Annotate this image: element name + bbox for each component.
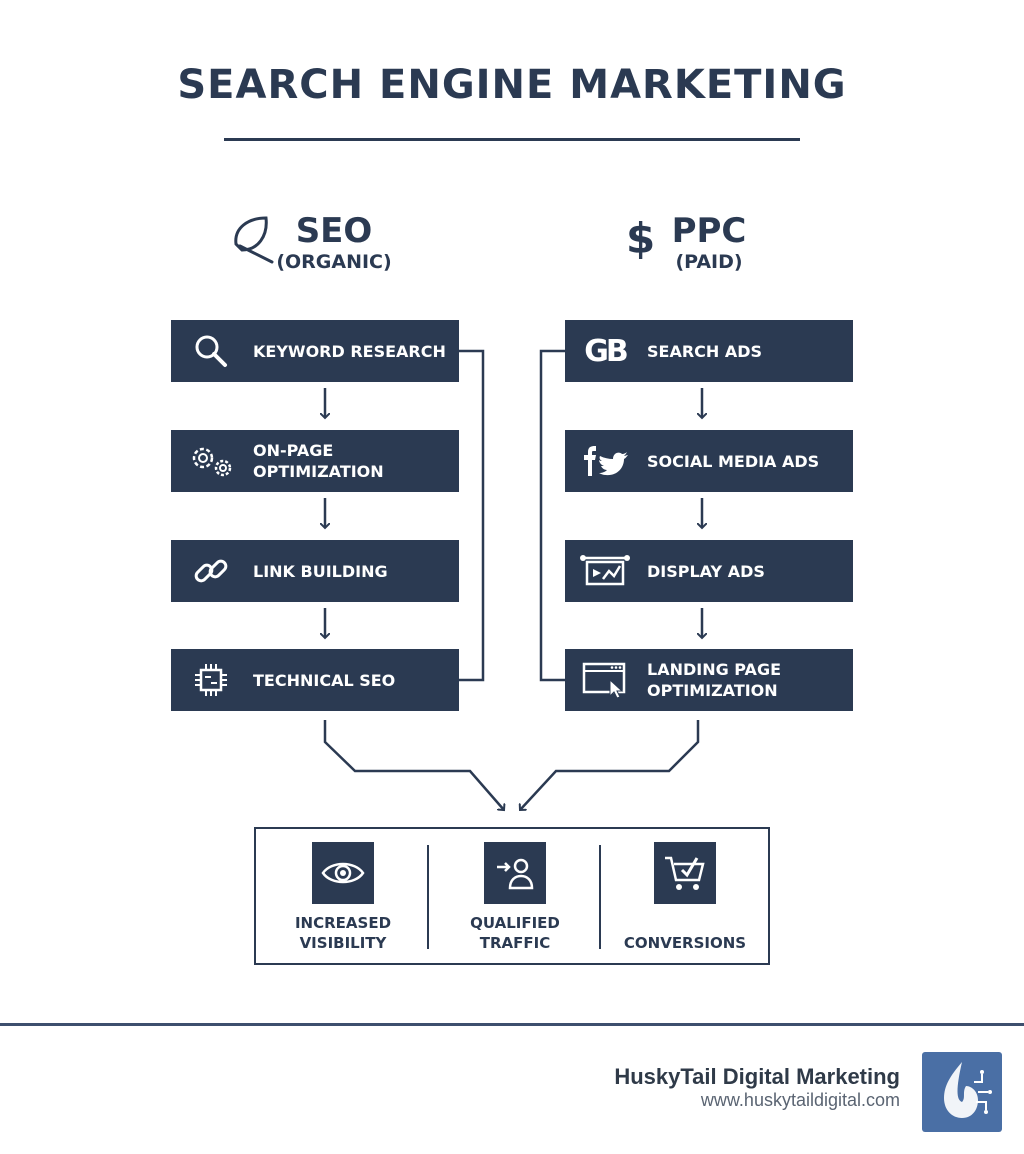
outcome-conversions: CONVERSIONS — [600, 829, 770, 963]
gb-logo-text: GB — [584, 333, 628, 369]
step-label: SOCIAL MEDIA ADS — [647, 451, 820, 471]
outcome-label: INCREASED VISIBILITY — [294, 914, 392, 952]
seo-step-technical-seo: TECHNICAL SEO — [171, 649, 459, 711]
outcome-label: CONVERSIONS — [623, 934, 747, 952]
dollar-icon: $ — [626, 214, 656, 263]
ppc-subheading: (PAID) — [675, 251, 743, 273]
seo-merge-arrow — [323, 720, 504, 810]
seo-header: SEO (ORGANIC) — [270, 212, 398, 274]
eye-icon — [312, 842, 374, 904]
display-banner-icon — [575, 540, 635, 602]
ppc-step-social-media-ads: SOCIAL MEDIA ADS — [565, 430, 853, 492]
step-label: LINK BUILDING — [253, 561, 388, 581]
ppc-step-display-ads: DISPLAY ADS — [565, 540, 853, 602]
seo-heading: SEO — [295, 211, 373, 251]
ppc-step-landing-page-optimization: LANDING PAGE OPTIMIZATION — [565, 649, 853, 711]
chain-link-icon — [181, 540, 241, 602]
step-label: TECHNICAL SEO — [253, 670, 396, 690]
brand-url: www.huskytaildigital.com — [700, 1090, 900, 1110]
step-label: DISPLAY ADS — [647, 561, 765, 581]
ppc-header: PPC (PAID) — [660, 212, 758, 274]
seo-subheading: (ORGANIC) — [276, 251, 392, 273]
footer-divider — [0, 1023, 1024, 1026]
leaf-icon — [234, 216, 274, 264]
ppc-side-bracket — [539, 349, 565, 682]
step-label: SEARCH ADS — [647, 341, 763, 361]
brand-name: HuskyTail Digital Marketing — [614, 1064, 900, 1089]
magnifier-icon — [181, 320, 241, 382]
browser-cursor-icon — [575, 649, 635, 711]
seo-step-keyword-research: KEYWORD RESEARCH — [171, 320, 459, 382]
step-label: ON-PAGE OPTIMIZATION — [253, 441, 384, 481]
step-label: KEYWORD RESEARCH — [253, 341, 446, 361]
outcome-divider — [427, 845, 429, 949]
outcomes-panel: INCREASED VISIBILITY QUALIFIED TRAFFIC C… — [254, 827, 770, 965]
cart-check-icon — [654, 842, 716, 904]
seo-side-bracket — [459, 349, 485, 682]
ppc-step-search-ads: GB SEARCH ADS — [565, 320, 853, 382]
outcome-label: QUALIFIED TRAFFIC — [470, 914, 560, 952]
step-label: LANDING PAGE OPTIMIZATION — [647, 660, 781, 700]
gb-logo-icon: GB — [575, 320, 635, 382]
ppc-heading: PPC — [671, 211, 747, 251]
chip-icon — [181, 649, 241, 711]
outcome-divider — [599, 845, 601, 949]
facebook-twitter-icon — [575, 430, 635, 492]
gears-icon — [181, 430, 241, 492]
ppc-merge-arrow — [520, 720, 700, 810]
husky-logo-icon — [944, 1062, 992, 1118]
brand-logo — [922, 1052, 1002, 1132]
seo-step-link-building: LINK BUILDING — [171, 540, 459, 602]
page-title: SEARCH ENGINE MARKETING — [177, 62, 847, 108]
outcome-qualified-traffic: QUALIFIED TRAFFIC — [430, 829, 600, 963]
outcome-increased-visibility: INCREASED VISIBILITY — [258, 829, 428, 963]
user-arrow-icon — [484, 842, 546, 904]
title-underline — [224, 138, 800, 141]
seo-step-on-page-optimization: ON-PAGE OPTIMIZATION — [171, 430, 459, 492]
